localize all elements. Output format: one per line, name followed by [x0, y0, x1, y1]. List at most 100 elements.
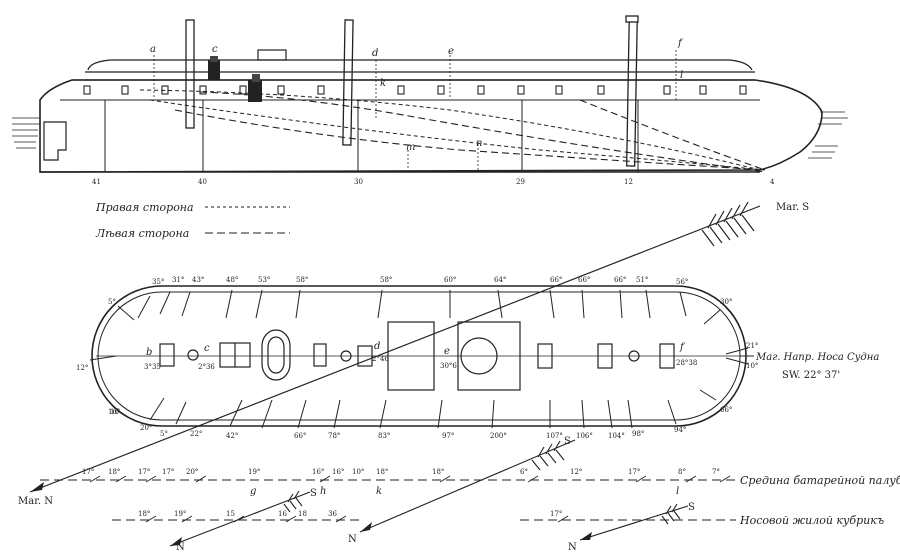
legend-port-label: Лѣвая сторона	[95, 227, 189, 240]
berth-left-south-label: S	[310, 488, 317, 499]
bottom-needles	[149, 397, 677, 429]
station-f: f	[679, 342, 686, 353]
battery-reading-14: 17°	[628, 468, 640, 476]
mag-north-label: Mar. N	[18, 496, 53, 507]
letter-f: f	[677, 38, 684, 49]
frame-lines	[104, 100, 639, 172]
top-angle-12: 66°	[614, 276, 626, 284]
battery-south-label: S	[564, 436, 571, 447]
station-b: b	[146, 347, 152, 358]
bottom-angle-2: 16°	[108, 408, 120, 416]
station-f-angle: 28°38	[676, 359, 697, 367]
side-needles	[89, 305, 749, 401]
bottom-angle-8: 83°	[378, 432, 390, 440]
battery-reading-4: 17°	[162, 468, 174, 476]
hull-outline	[39, 79, 823, 173]
battery-reading-7: 16°	[312, 468, 324, 476]
battery-deck-line: Средина батарейной палубы 17° 18° 17° 17…	[40, 436, 900, 545]
meridian-fletching	[701, 201, 755, 247]
side-angle-3: 16	[110, 408, 119, 416]
station-e-angle: 30°6	[440, 362, 457, 370]
battery-reading-16: 7°	[712, 468, 720, 476]
battery-needles	[89, 475, 731, 483]
frame-4: 4	[770, 178, 775, 186]
top-angle-6: 58°	[296, 276, 308, 284]
berth-meridian-left-head	[170, 537, 182, 546]
profile-letters: a c d e f k l m n	[150, 38, 684, 153]
top-needles	[137, 289, 687, 319]
berth-right-north-label: N	[568, 542, 577, 553]
station-b-angle: 3°35	[144, 363, 161, 371]
battery-letters: g h k l	[250, 486, 679, 497]
gun-ports	[83, 85, 747, 95]
top-angle-13: 51°	[636, 276, 648, 284]
station-c: c	[204, 343, 210, 354]
side-angle-4: 30°	[720, 298, 732, 306]
battery-reading-15: 8°	[678, 468, 686, 476]
berth-reading-4: 16	[278, 510, 287, 518]
berth-reading-2: 19°	[174, 510, 186, 518]
battery-reading-11: 18°	[432, 468, 444, 476]
top-angle-10: 66°	[550, 276, 562, 284]
battery-reading-3: 17°	[138, 468, 150, 476]
frame-12: 12	[624, 178, 633, 186]
battery-fletching	[531, 440, 565, 471]
top-angle-1: 35°	[152, 278, 164, 286]
battery-letter-l: l	[676, 486, 679, 497]
bottom-angle-5: 42°	[226, 432, 238, 440]
letter-n: n	[476, 138, 482, 149]
bottom-angle-12: 106°	[576, 432, 593, 440]
side-angle-1: 5°	[108, 298, 116, 306]
top-angle-14: 56°	[676, 278, 688, 286]
deck-fixtures	[159, 321, 675, 391]
port-curves	[174, 91, 766, 173]
battery-reading-5: 20°	[186, 468, 198, 476]
berth-right-fletching	[661, 503, 681, 525]
battery-reading-13: 12°	[570, 468, 582, 476]
frame-30: 30	[354, 178, 363, 186]
bottom-angle-11: 107°	[546, 432, 563, 440]
side-angle-7: 66°	[720, 406, 732, 414]
battery-reading-9: 10°	[352, 468, 364, 476]
bottom-angle-7: 78°	[328, 432, 340, 440]
letter-c: c	[212, 44, 218, 55]
battery-meridian	[359, 439, 576, 533]
legend: Правая сторона Лѣвая сторона	[95, 201, 290, 240]
bottom-angle-9: 97°	[442, 432, 454, 440]
berth-meridian-right-head	[580, 532, 592, 540]
side-angle-6: 10°	[746, 362, 758, 370]
deckhouse	[257, 49, 287, 61]
frame-29: 29	[516, 178, 525, 186]
deck-plan: b c d e f 3°35 2°36 2°46 30°6 28°38 Mar.…	[18, 201, 879, 507]
top-angle-9: 64°	[494, 276, 506, 284]
stern-port	[43, 121, 67, 161]
berth-reading-5: 18	[298, 510, 307, 518]
side-angle-labels: 5° 12° 16 30° 21° 10° 66°	[76, 298, 758, 416]
battery-readings: 17° 18° 17° 17° 20° 19° 16° 16° 10° 18° …	[82, 468, 720, 476]
station-d: d	[374, 341, 380, 352]
battery-letter-h: h	[320, 486, 326, 497]
heading-note-1: Маг. Напр. Носа Судна	[755, 352, 879, 363]
battery-reading-8: 16°	[332, 468, 344, 476]
battery-letter-k: k	[376, 486, 382, 497]
frame-numbers: 41 40 30 29 12 4	[92, 178, 775, 186]
battery-reading-2: 18°	[108, 468, 120, 476]
berth-meridian-right	[579, 505, 689, 541]
top-angle-labels: 35° 31° 43° 48° 53° 58° 58° 60° 64° 66° …	[152, 276, 688, 286]
top-angle-8: 60°	[444, 276, 456, 284]
letter-e: e	[448, 46, 454, 57]
top-angle-3: 43°	[192, 276, 204, 284]
top-angle-4: 48°	[226, 276, 238, 284]
stern-hatching	[12, 117, 40, 149]
station-lines	[153, 50, 677, 172]
magnetic-meridian: Mar. S Mar. N	[18, 201, 809, 507]
bottom-angle-4: 22°	[190, 430, 202, 438]
heading-note-2: SW. 22° 37'	[782, 370, 840, 381]
berth-deck-label: Носовой жилой кубрикъ	[739, 514, 884, 527]
station-d-angle: 2°46	[372, 355, 389, 363]
bottom-angle-labels: 20° 16° 5° 22° 42° 66° 78° 83° 97° 200° …	[108, 408, 686, 440]
battery-reading-6: 19°	[248, 468, 260, 476]
mag-south-label: Mar. S	[776, 202, 809, 213]
ship-profile: a c d e f k l m n 41 40 30 29 12 4	[12, 15, 848, 186]
battery-letter-g: g	[250, 486, 256, 497]
